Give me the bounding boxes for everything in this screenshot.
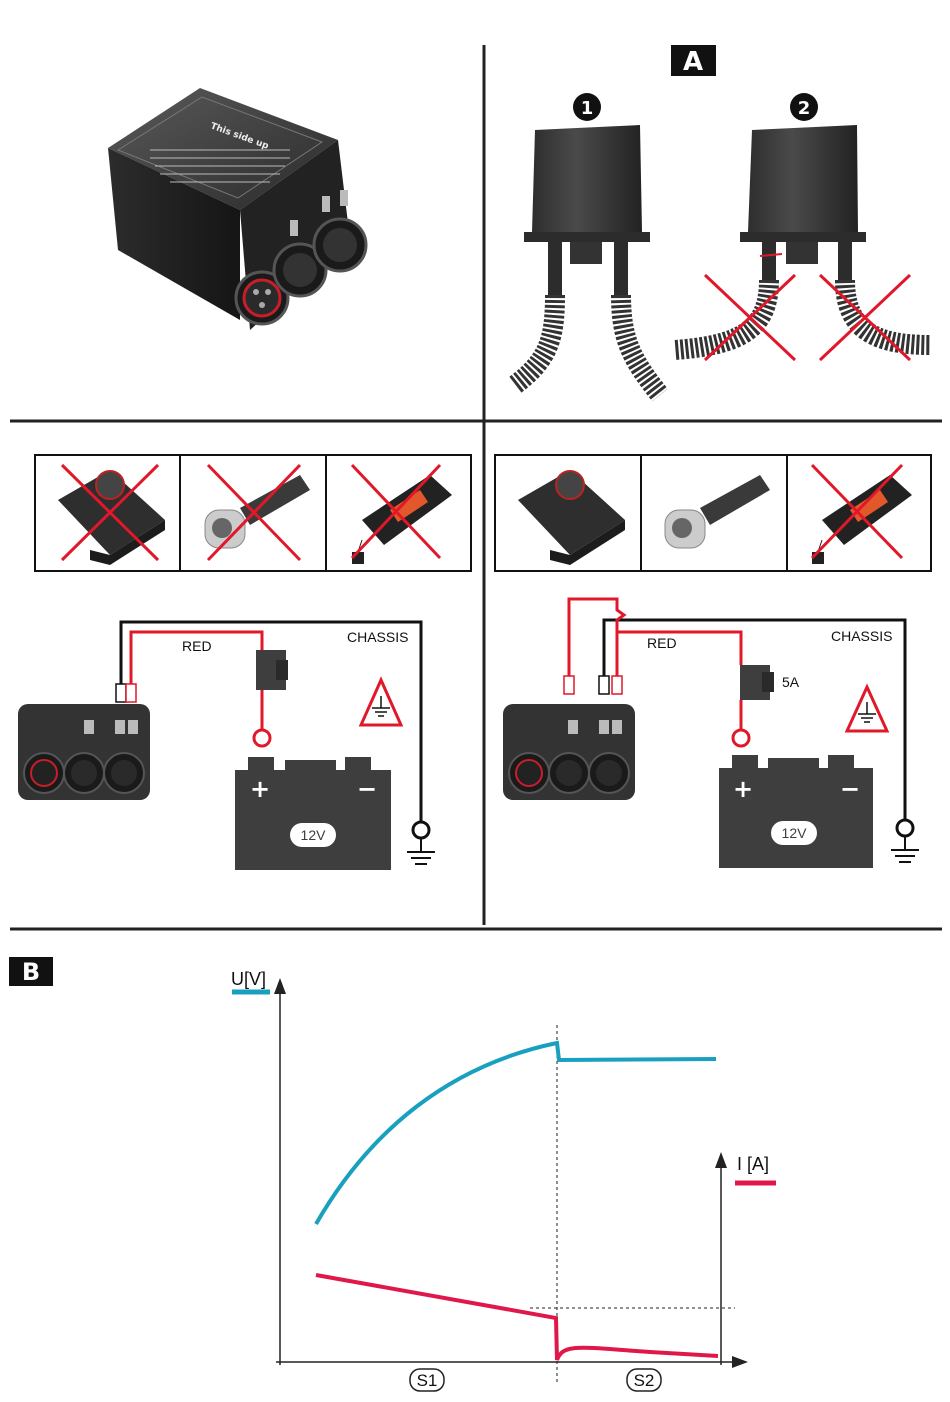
current-axis-label: I [A]: [737, 1154, 769, 1174]
voltage-axis-label: U[V]: [231, 969, 266, 989]
stage-label-s1: S1: [410, 1369, 444, 1391]
wiring-diagram-right: 5A RED CHASSIS: [503, 599, 919, 868]
battery: + − 12V: [719, 755, 873, 868]
unit-incorrect-installation: [675, 125, 930, 360]
stage-label-s2: S2: [627, 1369, 661, 1391]
charger-front-view: [503, 704, 635, 800]
fuse-rating-label: 5A: [782, 674, 800, 690]
ground-warning-icon: [361, 680, 401, 725]
red-wire-label: RED: [647, 635, 677, 651]
chassis-ground-icon: [891, 802, 919, 862]
step-marker-2-text: 2: [798, 98, 811, 119]
battery-voltage-label: 12V: [301, 827, 327, 843]
axis-arrow-icon: [715, 1152, 727, 1168]
ground-warning-icon: [847, 687, 887, 731]
chassis-label: CHASSIS: [347, 629, 408, 645]
charger-device-illustration: This side up: [108, 88, 366, 330]
red-wire-label: RED: [182, 638, 212, 654]
axis-arrow-icon: [732, 1356, 748, 1368]
accessory-socket-plug: [665, 475, 770, 548]
battery-plus-terminal: +: [250, 775, 270, 803]
chassis-ground-icon: [407, 805, 435, 864]
ring-terminal-red: [254, 730, 270, 746]
current-axis: [715, 1152, 727, 1365]
accessory-socket-plug: [205, 475, 310, 548]
section-b: B U[V] I [A] S1 S2: [9, 957, 776, 1391]
time-axis: [276, 1356, 748, 1368]
axis-arrow-icon: [274, 978, 286, 994]
accessory-display-module: [812, 475, 912, 564]
section-a: A 1 2: [515, 45, 930, 395]
voltage-axis: [274, 978, 286, 1365]
current-curve: [316, 1275, 718, 1360]
unit-correct-installation: [515, 125, 660, 395]
compat-boxes-left: [35, 455, 471, 571]
compat-boxes-right: [495, 455, 931, 571]
battery-minus-terminal: −: [840, 775, 860, 803]
accessory-control-unit: [518, 470, 625, 565]
section-b-badge-text: B: [22, 958, 40, 986]
section-a-badge-text: A: [683, 47, 703, 77]
svg-text:S1: S1: [417, 1371, 438, 1390]
ring-terminal-red: [733, 730, 749, 746]
wiring-diagram-left: RED CHASSIS + −: [18, 622, 435, 870]
step-marker-1-text: 1: [581, 98, 594, 119]
chassis-label: CHASSIS: [831, 628, 892, 644]
battery: + − 12V: [235, 757, 391, 870]
charger-front-view: [18, 704, 150, 800]
battery-plus-terminal: +: [733, 775, 753, 803]
svg-text:S2: S2: [634, 1371, 655, 1390]
voltage-curve: [316, 1043, 716, 1224]
battery-voltage-label: 12V: [782, 825, 808, 841]
battery-minus-terminal: −: [357, 775, 377, 803]
